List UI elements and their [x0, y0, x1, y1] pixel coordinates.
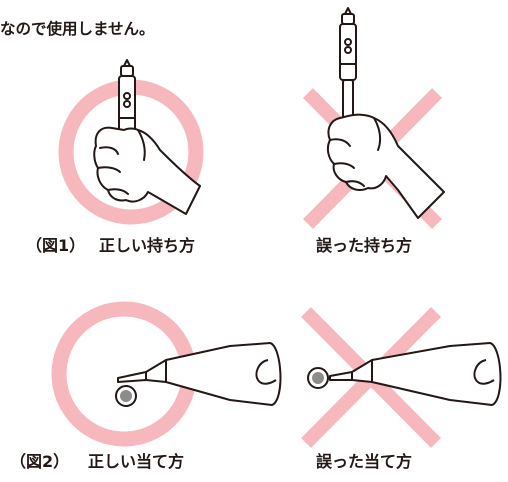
sensor-dot-icon — [115, 385, 137, 407]
figure1-correct-label: 正しい持ち方 — [99, 236, 196, 255]
figure1-wrong-label: 誤った持ち方 — [316, 236, 413, 255]
top-note-text: なので使用しません。 — [0, 20, 155, 38]
figure2-wrong-label: 誤った当て方 — [316, 452, 413, 471]
figure1-caption: （図1） — [26, 236, 86, 255]
pen-tip-side-icon — [329, 342, 502, 406]
figure2-correct-label: 正しい当て方 — [88, 452, 185, 471]
sensor-dot-icon — [307, 367, 329, 389]
pen-tip-side-icon — [117, 342, 282, 406]
pen-icon — [118, 59, 136, 139]
figure2-caption: （図2） — [10, 452, 70, 471]
pen-icon — [339, 7, 357, 121]
hand-icon — [326, 113, 445, 219]
hand-icon — [93, 126, 201, 215]
